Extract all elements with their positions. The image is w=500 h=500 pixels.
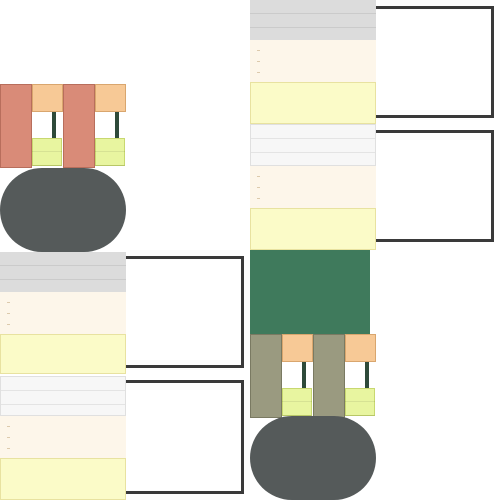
chair-cushion-2 <box>95 138 125 166</box>
chair-back-left-2 <box>63 84 95 168</box>
left-module <box>0 252 126 500</box>
left-cream-panel-1 <box>0 292 126 334</box>
left-furniture-cluster <box>0 82 128 252</box>
chair-seat-top-3 <box>282 334 313 362</box>
round-table-2 <box>250 416 376 500</box>
chair-leg-2 <box>115 112 119 138</box>
chair-leg-4 <box>365 362 369 388</box>
right-cream-panel-2 <box>250 166 376 208</box>
chair-seat-top-4 <box>345 334 376 362</box>
chair-back-right-2 <box>313 334 345 418</box>
chair-cushion-4 <box>345 388 375 416</box>
chair-back-right-1 <box>250 334 282 418</box>
chair-cushion-1 <box>32 138 62 166</box>
left-frame-2 <box>126 380 244 494</box>
right-furniture-cluster <box>250 332 378 500</box>
right-yellow-panel-1 <box>250 82 376 124</box>
chair-cushion-3 <box>282 388 312 416</box>
right-frame-2 <box>376 130 494 242</box>
left-yellow-panel-1 <box>0 334 126 374</box>
green-panel <box>250 250 370 334</box>
chair-seat-top-2 <box>95 84 126 112</box>
chair-leg-1 <box>52 112 56 138</box>
right-module <box>250 0 376 250</box>
right-white-band <box>250 124 376 166</box>
left-cream-panel-2 <box>0 416 126 458</box>
left-frame-1 <box>126 256 244 368</box>
chair-leg-3 <box>302 362 306 388</box>
left-header-band <box>0 252 126 292</box>
left-yellow-panel-2 <box>0 458 126 500</box>
left-white-band <box>0 376 126 416</box>
right-yellow-panel-2 <box>250 208 376 250</box>
chair-back-left-1 <box>0 84 32 168</box>
right-frame-1 <box>376 6 494 118</box>
right-cream-panel-1 <box>250 40 376 82</box>
right-header-band <box>250 0 376 40</box>
round-table <box>0 168 126 252</box>
chair-seat-top-1 <box>32 84 63 112</box>
